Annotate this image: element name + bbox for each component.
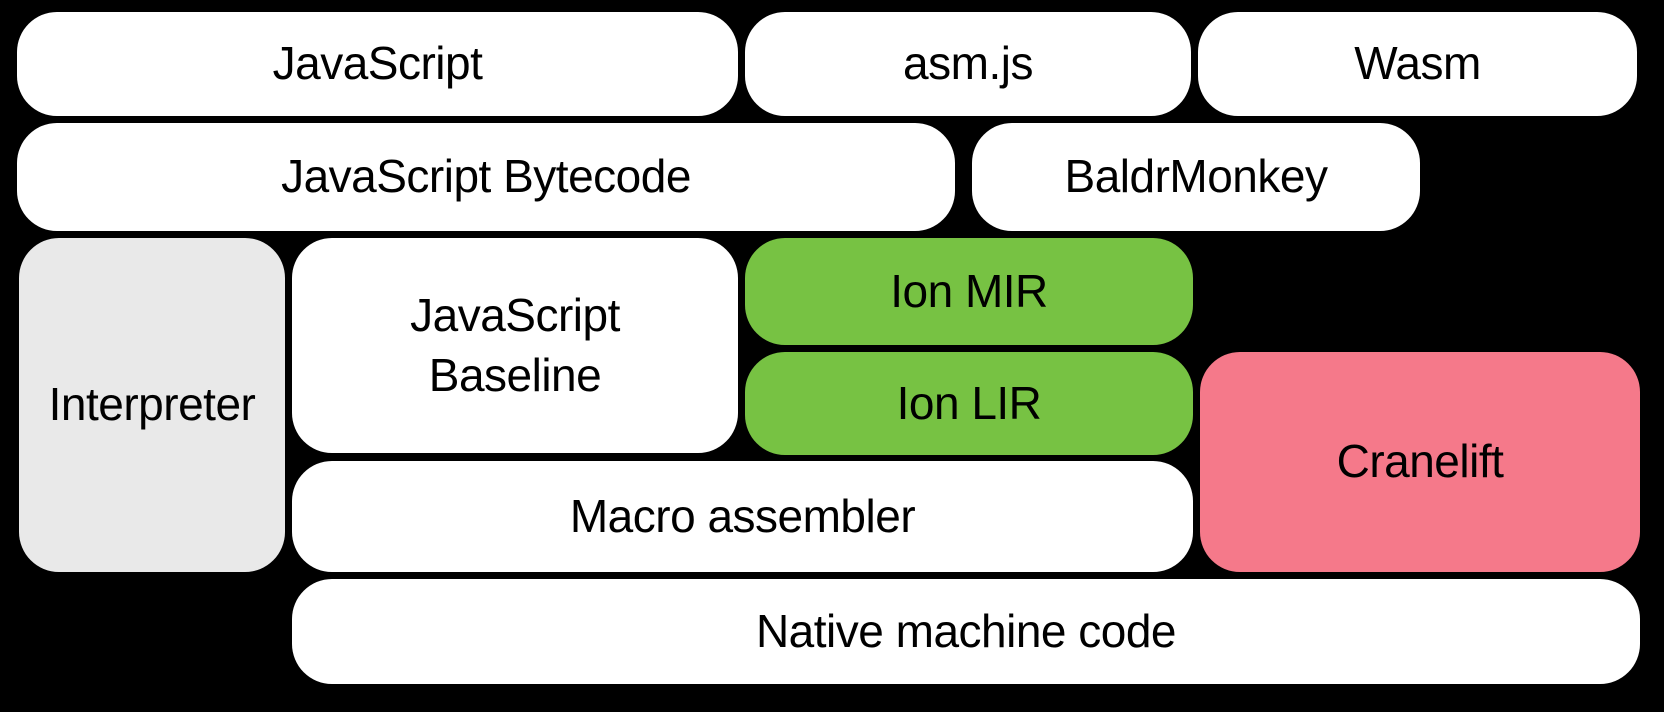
box-native-machine-code: Native machine code [292, 579, 1640, 684]
box-cranelift: Cranelift [1200, 352, 1640, 572]
box-javascript: JavaScript [17, 12, 738, 116]
box-macro-assembler: Macro assembler [292, 461, 1193, 572]
box-label-macro-assembler: Macro assembler [569, 489, 916, 542]
box-label-interpreter: Interpreter [48, 378, 256, 431]
box-label-ion-lir: Ion LIR [896, 376, 1042, 429]
box-label-baldrmonkey: BaldrMonkey [1064, 150, 1328, 203]
box-label-ion-mir: Ion MIR [890, 264, 1048, 317]
box-interpreter: Interpreter [19, 238, 285, 572]
box-ion-lir: Ion LIR [745, 352, 1193, 455]
box-wasm: Wasm [1198, 12, 1637, 116]
box-ion-mir: Ion MIR [745, 238, 1193, 345]
box-label-javascript: JavaScript [272, 37, 483, 90]
box-asm-js: asm.js [745, 12, 1191, 116]
box-label-cranelift: Cranelift [1336, 435, 1504, 488]
box-label-wasm: Wasm [1354, 37, 1481, 90]
box-label-asm-js: asm.js [903, 37, 1033, 90]
box-javascript-bytecode: JavaScript Bytecode [17, 123, 955, 231]
box-baldrmonkey: BaldrMonkey [972, 123, 1420, 231]
box-label-native-machine-code: Native machine code [755, 604, 1177, 657]
box-label-javascript-bytecode: JavaScript Bytecode [281, 150, 691, 203]
